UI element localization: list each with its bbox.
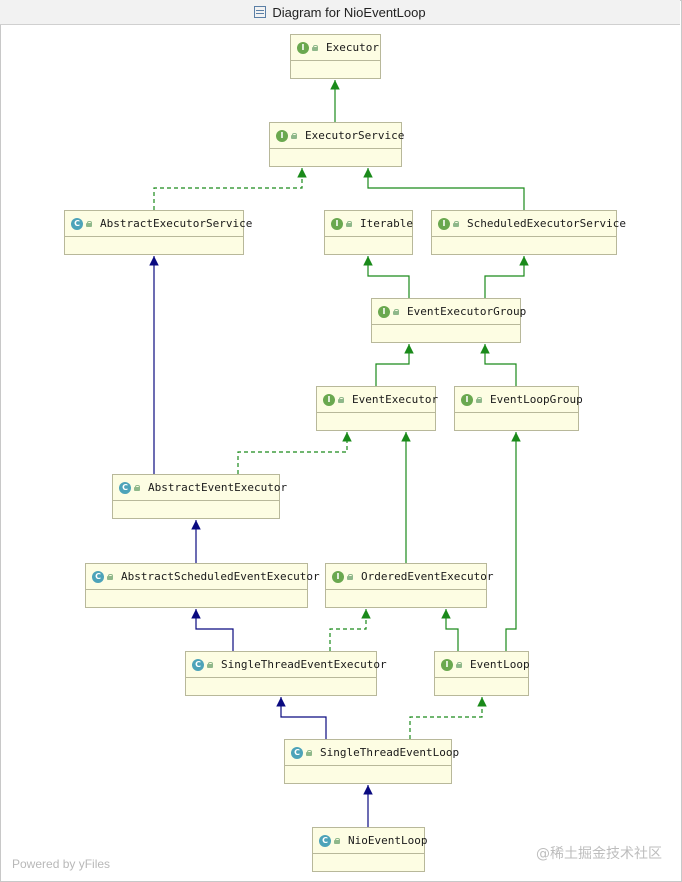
lock-icon	[334, 837, 340, 844]
edge-scheduled-executorservice	[363, 168, 525, 210]
node-label: SingleThreadEventExecutor	[221, 658, 387, 671]
powered-by-label: Powered by yFiles	[12, 857, 111, 871]
interface-icon: I	[332, 570, 344, 583]
edge-ee-eeg	[375, 344, 414, 386]
node-abstract-scheduled-event-executor[interactable]: C AbstractScheduledEventExecutor	[85, 563, 320, 608]
edge-elg-eeg	[480, 344, 517, 386]
watermark: @稀土掘金技术社区	[536, 846, 662, 862]
lock-icon	[456, 661, 462, 668]
interface-icon: I	[461, 393, 473, 406]
node-label: AbstractEventExecutor	[148, 481, 288, 494]
class-icon: C	[291, 746, 303, 759]
node-single-thread-event-loop[interactable]: C SingleThreadEventLoop	[284, 739, 459, 784]
node-event-loop[interactable]: I EventLoop	[434, 651, 530, 696]
edge-stel-el	[409, 697, 487, 739]
lock-icon	[207, 661, 213, 668]
node-executor-service[interactable]: I ExecutorService	[269, 122, 405, 167]
node-single-thread-event-executor[interactable]: C SingleThreadEventExecutor	[185, 651, 387, 696]
interface-icon: I	[331, 217, 343, 230]
node-label: ScheduledExecutorService	[467, 217, 626, 230]
node-scheduled-executor-service[interactable]: I ScheduledExecutorService	[431, 210, 626, 255]
class-icon: C	[92, 570, 104, 583]
interface-icon: I	[441, 658, 453, 671]
diagram-icon	[254, 6, 267, 18]
node-nio-event-loop[interactable]: C NioEventLoop	[312, 827, 428, 872]
lock-icon	[134, 484, 140, 491]
node-label: EventLoopGroup	[490, 393, 583, 406]
node-event-executor-group[interactable]: I EventExecutorGroup	[371, 298, 526, 343]
interface-icon: I	[323, 393, 335, 406]
edge-aee-ee	[237, 432, 352, 474]
node-label: EventExecutor	[352, 393, 439, 406]
lock-icon	[346, 220, 352, 227]
interface-icon: I	[276, 129, 288, 142]
lock-icon	[347, 573, 353, 580]
edge-abstractexecutorservice-executorservice	[153, 168, 307, 210]
lock-icon	[312, 44, 318, 51]
node-label: SingleThreadEventLoop	[320, 746, 460, 759]
node-label: Executor	[326, 41, 379, 54]
interface-icon: I	[438, 217, 450, 230]
node-label: ExecutorService	[305, 129, 405, 142]
lock-icon	[393, 308, 399, 315]
edge-stel-stee	[276, 697, 327, 739]
node-label: NioEventLoop	[348, 834, 428, 847]
node-event-executor[interactable]: I EventExecutor	[316, 386, 439, 431]
lock-icon	[107, 573, 113, 580]
node-label: AbstractScheduledEventExecutor	[121, 570, 320, 583]
edge-eeg-scheduled	[484, 256, 529, 298]
class-icon: C	[71, 217, 83, 230]
interface-icon: I	[378, 305, 390, 318]
node-ordered-event-executor[interactable]: I OrderedEventExecutor	[325, 563, 493, 608]
window-title: Diagram for NioEventLoop	[272, 4, 426, 20]
node-iterable[interactable]: I Iterable	[324, 210, 413, 255]
class-icon: C	[319, 834, 331, 847]
node-abstract-executor-service[interactable]: C AbstractExecutorService	[64, 210, 252, 255]
interface-icon: I	[297, 41, 309, 54]
node-label: OrderedEventExecutor	[361, 570, 494, 583]
edge-el-elg	[505, 432, 521, 651]
lock-icon	[306, 749, 312, 756]
node-label: EventExecutorGroup	[407, 305, 527, 318]
title-bar: Diagram for NioEventLoop	[0, 0, 680, 25]
node-label: Iterable	[360, 217, 413, 230]
lock-icon	[453, 220, 459, 227]
lock-icon	[476, 396, 482, 403]
edge-stee-oee	[329, 609, 371, 651]
lock-icon	[291, 132, 297, 139]
edge-eeg-iterable	[363, 256, 410, 298]
edge-el-oee	[441, 609, 459, 651]
node-abstract-event-executor[interactable]: C AbstractEventExecutor	[112, 474, 287, 519]
node-label: EventLoop	[470, 658, 530, 671]
edge-stee-asee	[191, 609, 234, 651]
node-label: AbstractExecutorService	[100, 217, 253, 230]
lock-icon	[338, 396, 344, 403]
lock-icon	[86, 220, 92, 227]
class-icon: C	[192, 658, 204, 671]
node-executor[interactable]: I Executor	[290, 34, 381, 79]
class-icon: C	[119, 481, 131, 494]
node-event-loop-group[interactable]: I EventLoopGroup	[454, 386, 583, 431]
